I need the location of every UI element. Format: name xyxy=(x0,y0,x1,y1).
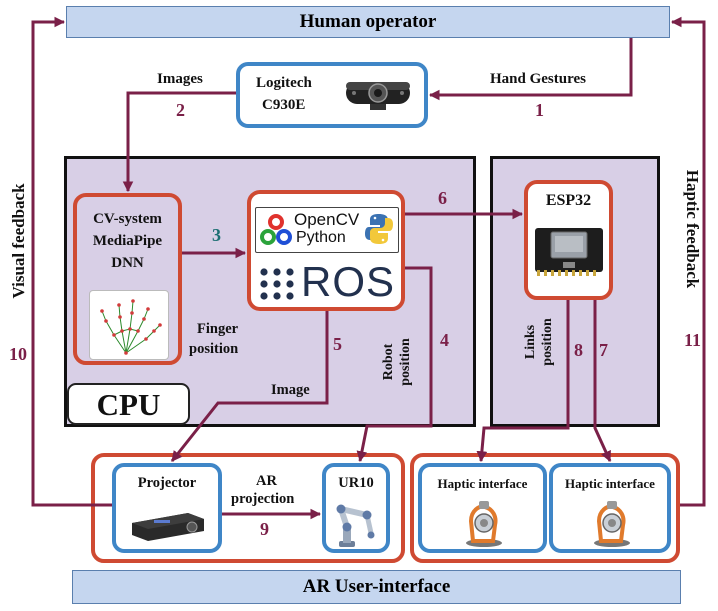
ur10-box: UR10 xyxy=(322,463,390,553)
ar-user-interface-banner: AR User-interface xyxy=(72,570,681,604)
position-label: position xyxy=(189,341,239,357)
image-label: Image xyxy=(271,382,310,398)
step-number-2: 2 xyxy=(176,100,185,120)
arrow-haptic-feedback xyxy=(670,16,706,507)
python-text: Python xyxy=(296,229,346,246)
arrow-visual-feedback xyxy=(31,16,112,507)
step-number-11: 11 xyxy=(684,330,702,350)
hand-landmark-icon xyxy=(89,290,169,360)
human-operator-label: Human operator xyxy=(299,11,437,32)
cv-label-line1: CV-system xyxy=(93,211,162,227)
cv-label-line2: MediaPipe xyxy=(92,233,163,249)
links-position-label: Links position xyxy=(522,312,556,372)
links-label-line2: position xyxy=(540,318,555,366)
haptic-interface-right-box: Haptic interface xyxy=(549,463,671,553)
ar-label: AR xyxy=(256,473,277,489)
arrow-robot-position xyxy=(356,266,433,463)
step-number-6: 6 xyxy=(438,188,447,208)
ur10-label: UR10 xyxy=(338,475,374,491)
step-number-1: 1 xyxy=(535,100,544,120)
finger-label: Finger xyxy=(197,321,239,337)
camera-label-line1: Logitech xyxy=(256,75,312,91)
haptic-feedback-label: Haptic feedback xyxy=(683,169,702,289)
ros-text: ROS xyxy=(301,258,396,305)
esp32-board-icon xyxy=(535,228,603,276)
projector-label: Projector xyxy=(137,475,197,491)
haptic-right-label: Haptic interface xyxy=(565,476,655,491)
cv-label-line3: DNN xyxy=(111,255,144,271)
haptic-device-icon xyxy=(466,501,502,547)
step-number-7: 7 xyxy=(599,340,608,360)
cv-system-box: CV-system MediaPipe DNN xyxy=(73,193,182,365)
links-label-line1: Links xyxy=(523,324,538,360)
arrow-image-to-projector xyxy=(170,311,329,462)
opencv-text: OpenCV xyxy=(294,210,360,229)
robot-arm-icon xyxy=(336,504,375,547)
esp32-box: ESP32 xyxy=(524,180,613,300)
camera-label-line2: C930E xyxy=(262,97,306,113)
robot-label-line2: position xyxy=(398,338,413,386)
robot-position-label: Robot position xyxy=(380,332,414,392)
human-operator-banner: Human operator xyxy=(66,6,670,38)
arrow-hand-gestures xyxy=(428,38,633,101)
step-number-9: 9 xyxy=(260,519,269,539)
step-number-4: 4 xyxy=(440,330,449,350)
step-number-8: 8 xyxy=(574,340,583,360)
haptic-device-icon xyxy=(594,501,630,547)
arrow-links-position xyxy=(476,300,570,463)
camera-box: Logitech C930E xyxy=(236,62,428,128)
esp32-label: ESP32 xyxy=(545,192,592,209)
webcam-icon xyxy=(346,82,410,110)
arrow-images xyxy=(122,91,236,193)
ar-user-interface-label: AR User-interface xyxy=(302,576,451,597)
opencv-python-logo: OpenCV Python xyxy=(255,207,399,253)
ros-box: OpenCV Python ROS xyxy=(247,190,405,311)
images-label: Images xyxy=(157,71,203,87)
arrow-esp32-to-haptic-right xyxy=(593,300,612,462)
python-logo-icon xyxy=(365,214,393,244)
haptic-left-label: Haptic interface xyxy=(437,476,528,491)
step-number-5: 5 xyxy=(333,334,342,354)
projector-icon xyxy=(132,513,204,541)
robot-label-line1: Robot xyxy=(381,343,396,381)
opencv-logo-icon xyxy=(260,214,292,245)
cpu-label: CPU xyxy=(96,387,161,422)
projector-box: Projector xyxy=(112,463,222,553)
hand-gestures-label: Hand Gestures xyxy=(490,71,586,87)
step-number-3: 3 xyxy=(212,225,221,245)
projection-label: projection xyxy=(231,491,295,507)
step-number-10: 10 xyxy=(9,344,27,364)
ros-dots-icon xyxy=(260,268,294,300)
cpu-label-box: CPU xyxy=(67,383,190,425)
visual-feedback-label: Visual feedback xyxy=(9,183,28,299)
haptic-interface-left-box: Haptic interface xyxy=(418,463,547,553)
